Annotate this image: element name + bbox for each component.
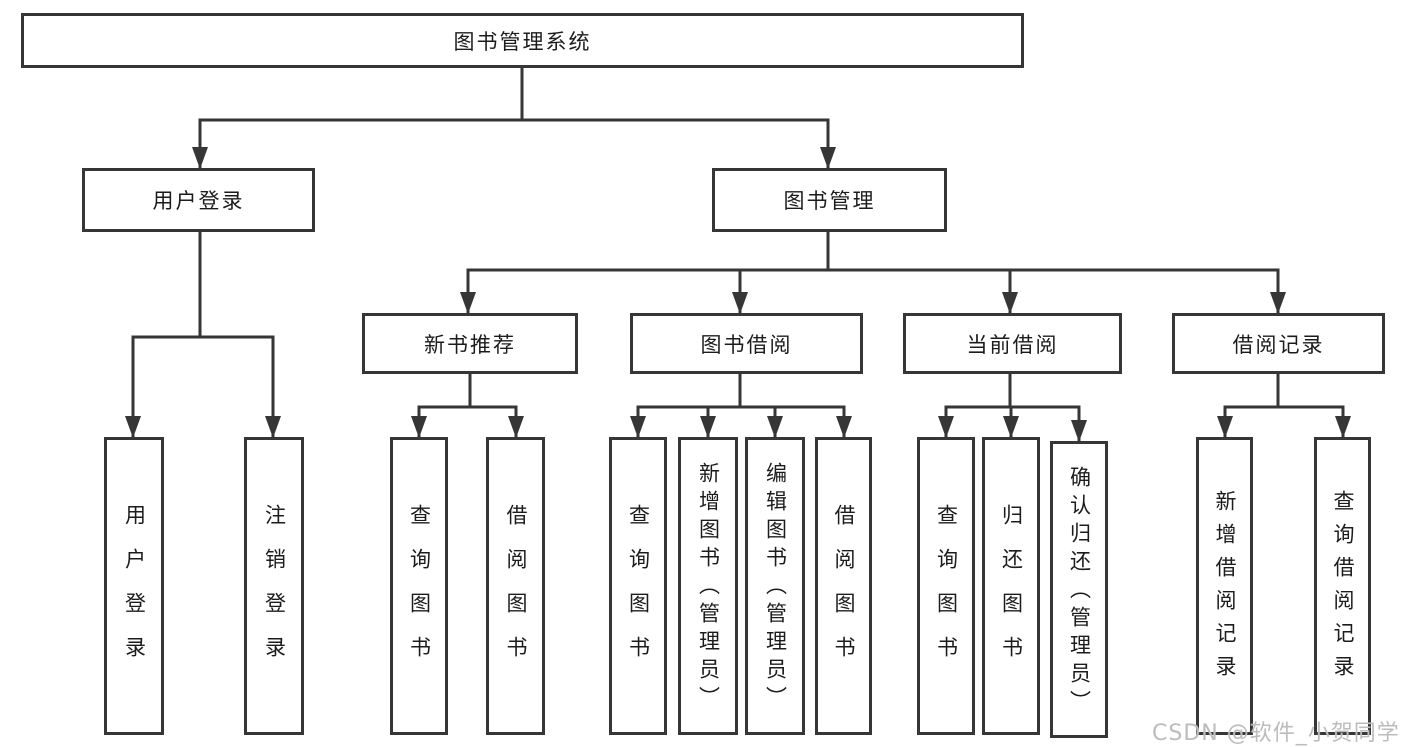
- node-book-borrowing: 图书借阅: [630, 313, 863, 374]
- leaf-rec-borrow-book-label: 借阅图书: [504, 504, 528, 680]
- watermark: CSDN @软件_小贺同学: [1152, 721, 1400, 746]
- leaf-cb-return-book: 归还图书: [982, 437, 1040, 735]
- node-book-management: 图书管理: [712, 168, 947, 232]
- leaf-bb-borrow-book: 借阅图书: [815, 437, 872, 735]
- leaf-bb-query-book: 查询图书: [609, 437, 667, 735]
- node-root: 图书管理系统: [21, 13, 1024, 68]
- leaf-rec-query-book-label: 查询图书: [407, 504, 432, 680]
- node-borrowing-records: 借阅记录: [1172, 313, 1385, 374]
- connector-current-borrow-children: [938, 374, 1087, 442]
- connector-book-borrow-children: [630, 374, 852, 438]
- leaf-cb-return-book-label: 归还图书: [999, 504, 1024, 680]
- leaf-cb-query-book: 查询图书: [917, 437, 975, 735]
- leaf-user-login-label: 用户登录: [122, 504, 147, 680]
- leaf-logout: 注销登录: [244, 437, 304, 735]
- leaf-rec-borrow-book: 借阅图书: [486, 437, 545, 735]
- connector-borrow-record-children: [1217, 374, 1351, 438]
- connector-new-book-rec-children: [411, 374, 524, 438]
- node-user-login: 用户登录: [82, 168, 315, 232]
- leaf-bb-edit-book-admin-label: 编辑图书（管理员）: [763, 462, 788, 714]
- leaf-user-login: 用户登录: [104, 437, 164, 735]
- leaf-cb-query-book-label: 查询图书: [934, 504, 959, 680]
- node-current-borrowing: 当前借阅: [903, 313, 1122, 374]
- leaf-cb-confirm-return-admin-label: 确认归还（管理员）: [1067, 465, 1092, 718]
- leaf-bb-edit-book-admin: 编辑图书（管理员）: [745, 437, 805, 735]
- leaf-logout-label: 注销登录: [262, 504, 287, 680]
- leaf-bb-query-book-label: 查询图书: [626, 504, 651, 680]
- connector-user-login-children: [125, 232, 281, 438]
- leaf-bb-add-book-admin-label: 新增图书（管理员）: [696, 462, 721, 714]
- connector-book-mgmt-children: [460, 232, 1286, 314]
- leaf-br-add-record-label: 新增借阅记录: [1213, 490, 1237, 688]
- leaf-bb-borrow-book-label: 借阅图书: [832, 504, 856, 680]
- node-new-book-recommendation: 新书推荐: [362, 313, 578, 374]
- leaf-br-query-record: 查询借阅记录: [1314, 437, 1371, 735]
- leaf-rec-query-book: 查询图书: [390, 437, 448, 735]
- leaf-br-add-record: 新增借阅记录: [1196, 437, 1253, 735]
- leaf-cb-confirm-return-admin: 确认归还（管理员）: [1050, 441, 1108, 738]
- connector-root-to-level2: [192, 68, 836, 169]
- leaf-br-query-record-label: 查询借阅记录: [1331, 490, 1355, 688]
- leaf-bb-add-book-admin: 新增图书（管理员）: [678, 437, 738, 735]
